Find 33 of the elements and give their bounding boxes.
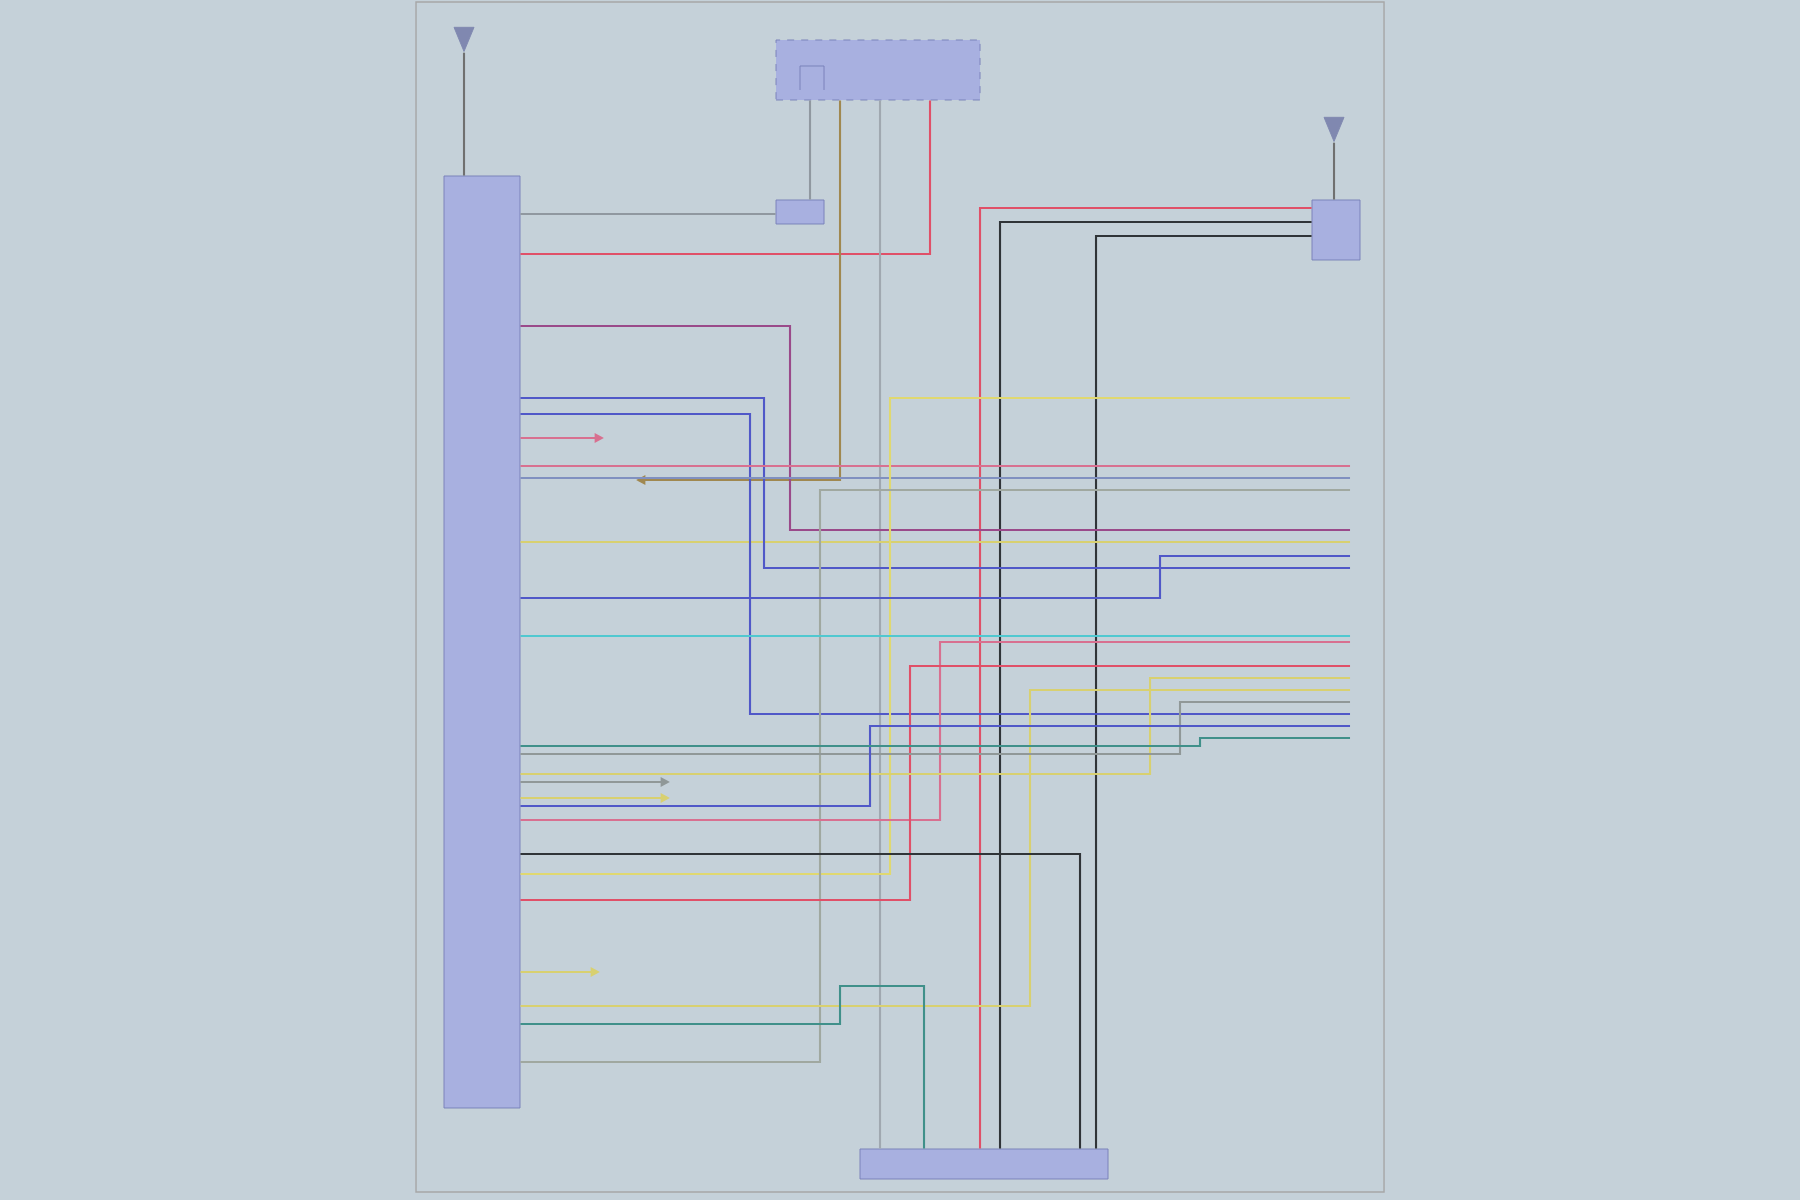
antenna-symbol — [453, 26, 475, 52]
wire — [520, 640, 1350, 822]
wire — [520, 984, 926, 1149]
wire — [520, 396, 1350, 876]
wire — [520, 634, 1350, 638]
wire — [520, 700, 1350, 756]
wire — [520, 664, 1350, 902]
wire — [520, 212, 776, 216]
wire — [1332, 142, 1336, 200]
wire — [808, 100, 812, 200]
component-box — [859, 1148, 1109, 1180]
wire — [520, 464, 1350, 468]
wire — [520, 476, 1350, 480]
wire — [520, 724, 1350, 808]
wire — [462, 52, 466, 176]
wire — [520, 412, 1350, 716]
component-box — [1311, 199, 1361, 261]
wire — [520, 852, 1082, 1149]
wire — [878, 100, 882, 1149]
antenna-symbol — [1323, 116, 1345, 142]
wire — [1094, 234, 1312, 1149]
wire — [520, 540, 1350, 544]
wire — [520, 488, 1350, 1064]
component-box — [443, 175, 521, 1109]
wire — [520, 676, 1350, 776]
component-box — [775, 199, 825, 225]
wire — [520, 688, 1350, 1008]
wire — [520, 554, 1350, 600]
wire — [520, 736, 1350, 748]
component-box — [775, 39, 981, 101]
wire — [520, 396, 1350, 570]
wire — [520, 324, 1350, 532]
wire — [520, 100, 932, 256]
